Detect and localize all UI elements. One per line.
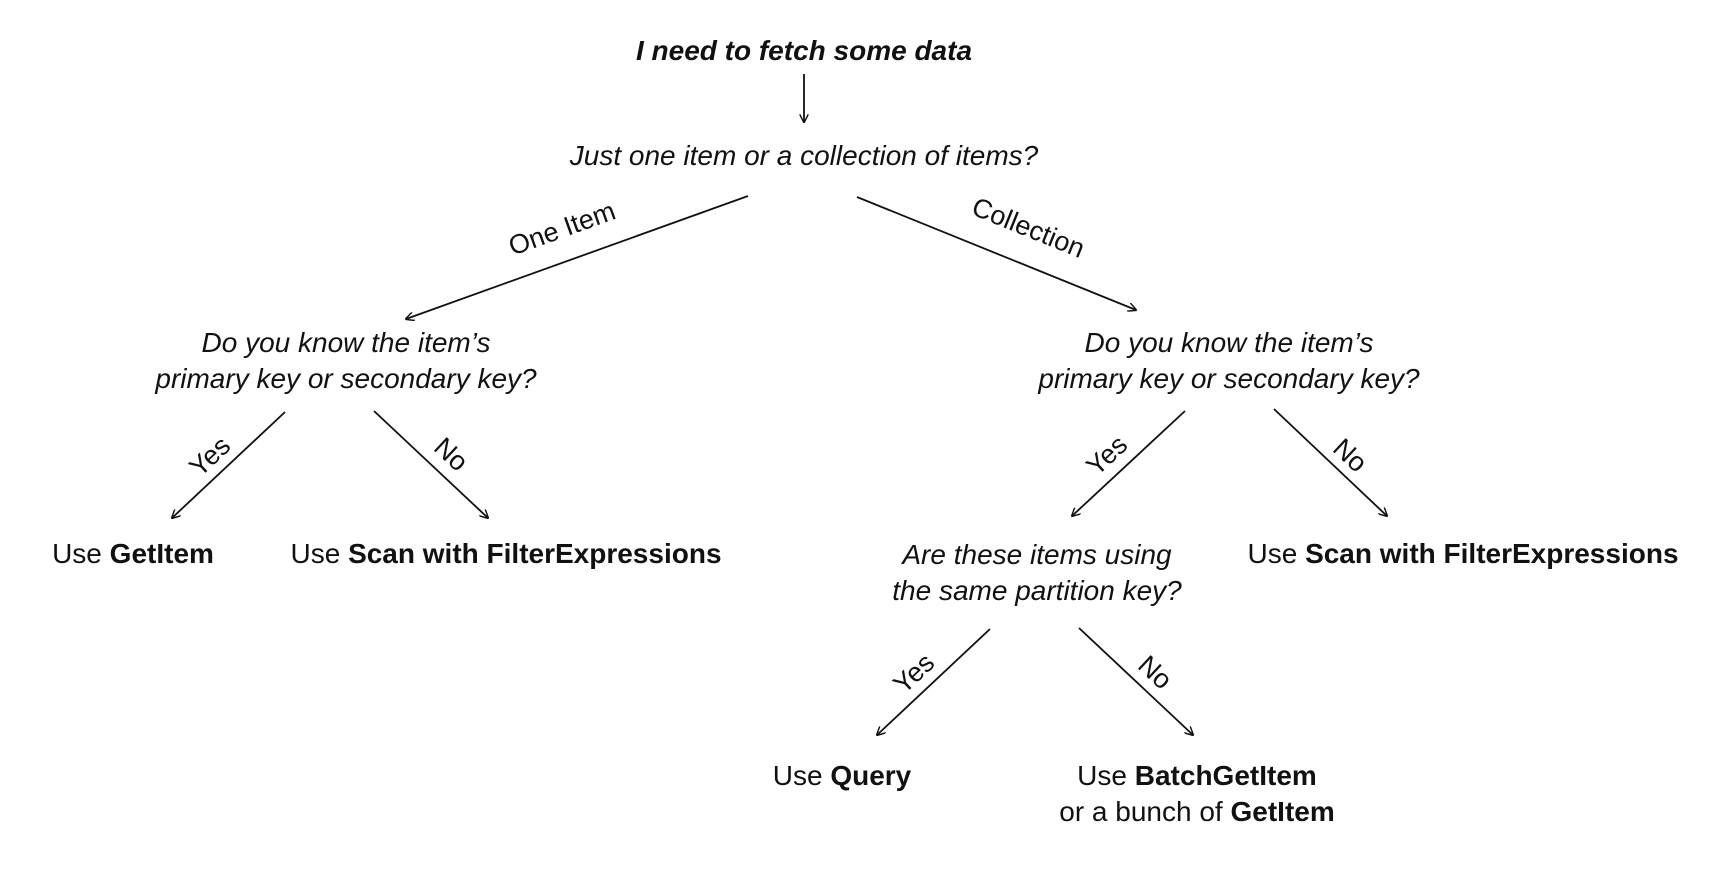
result-batchgetitem-line1: Use BatchGetItem xyxy=(1059,758,1334,794)
use-text: Use xyxy=(290,538,341,569)
label-collection: Collection xyxy=(968,192,1089,264)
edge-left-yes xyxy=(172,411,286,518)
result-use-query: Use Query xyxy=(773,758,912,794)
label-one-item: One Item xyxy=(505,196,620,262)
root-text: I need to fetch some data xyxy=(635,35,973,66)
question-same-partition-key: Are these items using the same partition… xyxy=(892,537,1182,609)
edge-q3-no xyxy=(1078,627,1193,735)
label-right-yes: Yes xyxy=(1081,429,1134,481)
question-same-partition-key-line1: Are these items using xyxy=(902,539,1172,570)
edge-right-no xyxy=(1273,408,1387,516)
use-text: Use xyxy=(1077,760,1127,791)
label-left-no: No xyxy=(428,432,474,477)
op-batchgetitem: BatchGetItem xyxy=(1134,760,1317,791)
op-getitem: GetItem xyxy=(109,538,214,569)
result-use-scan-left: Use Scan with FilterExpressions xyxy=(290,536,721,572)
label-q3-yes: Yes xyxy=(888,647,941,699)
edge-left-no xyxy=(373,410,488,518)
edge-q3-yes xyxy=(877,628,991,735)
op-scan-filterexpressions: Scan with FilterExpressions xyxy=(1305,538,1679,569)
label-q3-no: No xyxy=(1132,650,1178,695)
question-know-key-right-line1: Do you know the item’s xyxy=(1084,327,1374,358)
label-left-yes: Yes xyxy=(184,430,237,482)
op-scan-filterexpressions: Scan with FilterExpressions xyxy=(348,538,722,569)
question-one-or-collection-text: Just one item or a collection of items? xyxy=(569,140,1039,171)
root-node: I need to fetch some data xyxy=(636,33,972,69)
question-know-key-left-line2: primary key or secondary key? xyxy=(155,363,537,394)
use-text: Use xyxy=(52,538,102,569)
result-use-batchgetitem: Use BatchGetItem or a bunch of GetItem xyxy=(1059,758,1334,830)
question-know-key-right-line2: primary key or secondary key? xyxy=(1038,363,1420,394)
question-know-key-right: Do you know the item’s primary key or se… xyxy=(1038,325,1419,397)
result-use-scan-right: Use Scan with FilterExpressions xyxy=(1247,536,1678,572)
or-a-bunch-of-text: or a bunch of xyxy=(1059,796,1223,827)
use-text: Use xyxy=(1247,538,1298,569)
edge-one-item xyxy=(406,195,749,319)
label-right-no: No xyxy=(1327,433,1373,478)
result-batchgetitem-line2: or a bunch of GetItem xyxy=(1059,794,1334,830)
question-know-key-left-line1: Do you know the item’s xyxy=(201,327,491,358)
edge-right-yes xyxy=(1072,410,1186,516)
question-know-key-left: Do you know the item’s primary key or se… xyxy=(155,325,536,397)
question-same-partition-key-line2: the same partition key? xyxy=(892,575,1182,606)
use-text: Use xyxy=(772,760,823,791)
edge-collection xyxy=(856,196,1136,310)
question-one-or-collection: Just one item or a collection of items? xyxy=(570,138,1038,174)
op-getitem: GetItem xyxy=(1230,796,1335,827)
op-query: Query xyxy=(830,760,912,791)
result-use-getitem: Use GetItem xyxy=(52,536,214,572)
